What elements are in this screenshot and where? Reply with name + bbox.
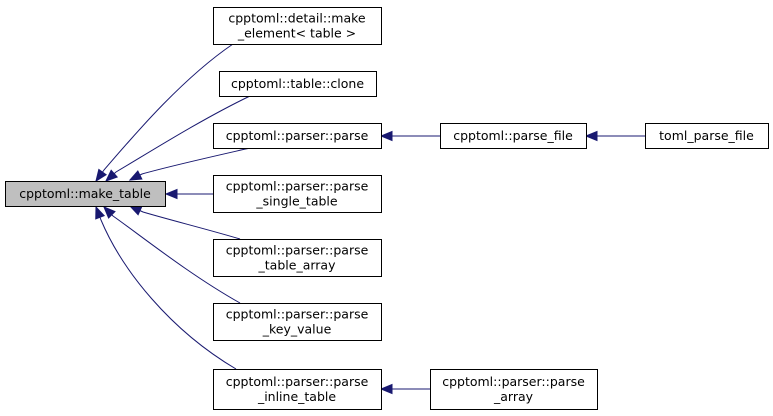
node-label-make_element-0: cpptoml::detail::make: [228, 11, 366, 26]
node-label-parse_table_array-1: _table_array: [258, 258, 337, 273]
node-label-parse_table_array-0: cpptoml::parser::parse: [226, 243, 369, 258]
node-label-parse_inline_table-1: _inline_table: [257, 389, 336, 404]
edge-parse_key_value-to-make_table: [103, 206, 241, 304]
node-label-parse_file-0: cpptoml::parse_file: [453, 128, 573, 143]
arrowhead-toml_parse_file-to-parse_file: [584, 130, 598, 142]
node-table_clone[interactable]: cpptoml::table::clone: [219, 71, 377, 97]
node-label-parser_parse-0: cpptoml::parser::parse: [226, 128, 369, 143]
node-label-parse_array-1: _array: [493, 389, 534, 404]
node-make_element[interactable]: cpptoml::detail::make_element< table >: [213, 7, 382, 45]
node-box-parse_array[interactable]: [430, 369, 598, 410]
edge-table_clone-to-make_table: [105, 95, 251, 182]
edge-parse_inline_table-to-make_table: [95, 206, 237, 370]
node-box-parse_key_value[interactable]: [213, 303, 382, 341]
arrowhead-parse_single_table-to-make_table: [164, 188, 178, 200]
edge-make_element-to-make_table: [95, 43, 234, 182]
arrowhead-parser_parse-to-make_table: [128, 170, 143, 181]
node-parse_array[interactable]: cpptoml::parser::parse_array: [430, 369, 598, 410]
node-label-parse_inline_table-0: cpptoml::parser::parse: [226, 374, 369, 389]
node-label-parse_key_value-1: _key_value: [262, 322, 332, 337]
node-box-toml_parse_file[interactable]: [645, 123, 769, 149]
node-label-parse_single_table-0: cpptoml::parser::parse: [226, 179, 369, 194]
node-label-make_element-1: _element< table >: [237, 26, 356, 41]
arrowhead-make_element-to-make_table: [95, 168, 108, 183]
node-box-parse_single_table[interactable]: [213, 175, 382, 213]
arrowhead-parse_table_array-to-make_table: [128, 205, 143, 216]
node-label-parse_array-0: cpptoml::parser::parse: [442, 374, 585, 389]
node-toml_parse_file[interactable]: toml_parse_file: [645, 123, 769, 149]
node-box-parse_inline_table[interactable]: [213, 369, 382, 410]
node-label-toml_parse_file-0: toml_parse_file: [659, 128, 754, 143]
arrowhead-parse_key_value-to-make_table: [103, 206, 116, 219]
node-parse_single_table[interactable]: cpptoml::parser::parse_single_table: [213, 175, 382, 213]
node-parse_table_array[interactable]: cpptoml::parser::parse_table_array: [213, 239, 382, 277]
arrowhead-table_clone-to-make_table: [105, 169, 119, 182]
node-box-parse_table_array[interactable]: [213, 239, 382, 277]
node-parse_file[interactable]: cpptoml::parse_file: [440, 123, 587, 149]
edge-parser_parse-to-make_table: [129, 147, 251, 181]
nodes-layer: cpptoml::make_table cpptoml::detail::make…: [5, 7, 769, 410]
arrowhead-parse_file-to-parser_parse: [379, 130, 393, 142]
node-box-make_table[interactable]: [5, 181, 166, 207]
node-make_table[interactable]: cpptoml::make_table: [5, 181, 166, 207]
node-box-parse_file[interactable]: [440, 123, 587, 149]
node-parse_inline_table[interactable]: cpptoml::parser::parse_inline_table: [213, 369, 382, 410]
node-label-parse_single_table-1: _single_table: [255, 194, 337, 209]
edges-layer: [95, 43, 645, 395]
node-parse_key_value[interactable]: cpptoml::parser::parse_key_value: [213, 303, 382, 341]
node-label-parse_key_value-0: cpptoml::parser::parse: [226, 307, 369, 322]
arrowhead-parse_inline_table-to-make_table: [95, 205, 106, 220]
node-box-parser_parse[interactable]: [213, 123, 382, 149]
node-label-make_table-0: cpptoml::make_table: [19, 186, 151, 201]
arrowhead-parse_array-to-parse_inline_table: [379, 383, 393, 395]
node-box-table_clone[interactable]: [219, 71, 377, 97]
node-box-make_element[interactable]: [213, 7, 382, 45]
edge-parse_table_array-to-make_table: [129, 205, 241, 240]
node-parser_parse[interactable]: cpptoml::parser::parse: [213, 123, 382, 149]
node-label-table_clone-0: cpptoml::table::clone: [231, 76, 364, 91]
